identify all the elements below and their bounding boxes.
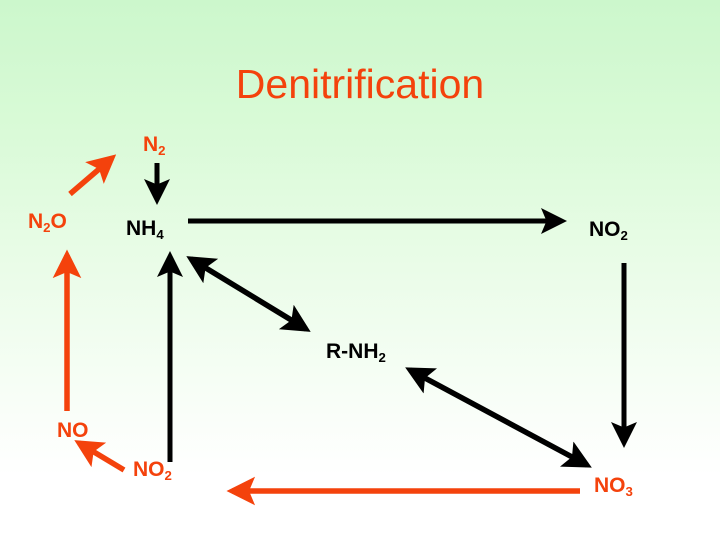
node-nh4: NH4 [126, 217, 164, 242]
node-no2-left-base: NO [133, 458, 165, 481]
node-no: NO [57, 420, 89, 441]
node-no2-left-sub: 2 [164, 467, 172, 483]
page-title: Denitrification [235, 61, 485, 107]
node-no2-right-sub: 2 [620, 227, 628, 243]
node-n2o-tail: O [50, 210, 67, 233]
arrow-n2o-out [68, 154, 117, 197]
node-n2-base: N [143, 133, 159, 156]
node-n2: N2 [143, 133, 166, 158]
node-nh4-base: NH [126, 217, 157, 240]
node-r-nh2-sub: 2 [378, 349, 386, 365]
node-r-nh2-base: R-NH [326, 340, 379, 363]
node-no2-left: NO2 [133, 458, 172, 483]
node-n2o-base: N [28, 210, 44, 233]
node-no2-right: NO2 [589, 218, 628, 243]
node-no3: NO3 [594, 474, 633, 499]
node-nh4-sub: 4 [156, 226, 164, 242]
arrow-rnh2-no3 [405, 367, 592, 468]
node-no3-sub: 3 [625, 483, 633, 499]
node-n2o: N2O [28, 210, 67, 235]
node-no-base: NO [57, 419, 89, 442]
node-no2-right-base: NO [589, 218, 621, 241]
node-n2-sub: 2 [158, 142, 166, 158]
node-n2o-sub: 2 [43, 219, 51, 235]
arrow-no2left-to-no [74, 440, 126, 473]
node-no3-base: NO [594, 474, 626, 497]
arrow-nh4-rnh2 [186, 256, 311, 332]
node-r-nh2: R-NH2 [326, 340, 386, 365]
